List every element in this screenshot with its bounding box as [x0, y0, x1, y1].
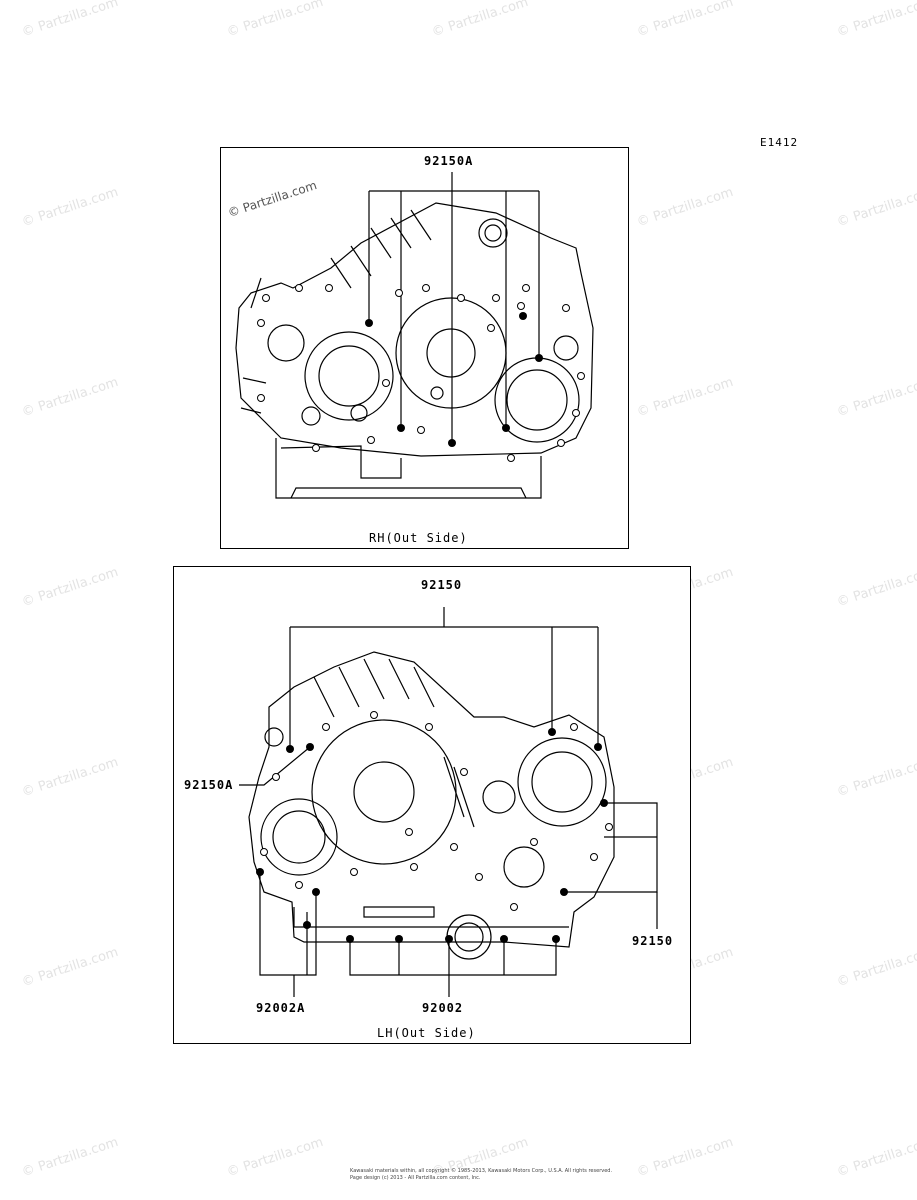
watermark-tile: © Partzilla.com [635, 374, 736, 421]
watermark-tile: © Partzilla.com [835, 374, 917, 421]
watermark-tile: © Partzilla.com [20, 0, 121, 41]
watermark-tile: © Partzilla.com [635, 184, 736, 231]
rh-crankcase-drawing [235, 172, 594, 499]
watermark-tile: © Partzilla.com [20, 944, 121, 991]
watermark-tile: © Partzilla.com [225, 0, 326, 41]
callout-92150-top: 92150 [421, 578, 463, 592]
watermark-tile: © Partzilla.com [20, 564, 121, 611]
watermark-tile: © Partzilla.com [835, 754, 917, 801]
watermark-tile: © Partzilla.com [635, 0, 736, 41]
watermark-tile: © Partzilla.com [20, 1134, 121, 1181]
rh-panel-caption: RH(Out Side) [369, 531, 468, 545]
watermark-tile: © Partzilla.com [20, 754, 121, 801]
callout-92002: 92002 [422, 1001, 464, 1015]
watermark-tile: © Partzilla.com [635, 1134, 736, 1181]
footer-line-2: Page design (c) 2013 - All Partzilla.com… [350, 1175, 481, 1181]
watermark-tile: © Partzilla.com [835, 0, 917, 41]
callout-92002A: 92002A [256, 1001, 306, 1015]
lh-crankcase-drawing [239, 607, 658, 997]
lh-crankcase-panel: 92150 92150A 92150 92002A 92002 LH(Out S… [173, 566, 691, 1044]
watermark-tile: © Partzilla.com [835, 564, 917, 611]
watermark-tile: © Partzilla.com [225, 1134, 326, 1181]
figure-code: E1412 [760, 136, 799, 149]
callout-92150-right: 92150 [632, 934, 674, 948]
copyright-footer: Kawasaki materials within, all copyright… [350, 1168, 612, 1182]
watermark-tile: © Partzilla.com [20, 184, 121, 231]
callout-92150A-rh: 92150A [424, 154, 474, 168]
footer-line-1: Kawasaki materials within, all copyright… [350, 1168, 613, 1174]
watermark-tile: © Partzilla.com [835, 1134, 917, 1181]
watermark-tile: © Partzilla.com [20, 374, 121, 421]
lh-panel-caption: LH(Out Side) [377, 1026, 476, 1040]
callout-92150A-lh: 92150A [184, 778, 234, 792]
rh-crankcase-panel: 92150A RH(Out Side) [220, 147, 629, 549]
watermark-tile: © Partzilla.com [835, 944, 917, 991]
watermark-tile: © Partzilla.com [430, 0, 531, 41]
watermark-tile: © Partzilla.com [835, 184, 917, 231]
